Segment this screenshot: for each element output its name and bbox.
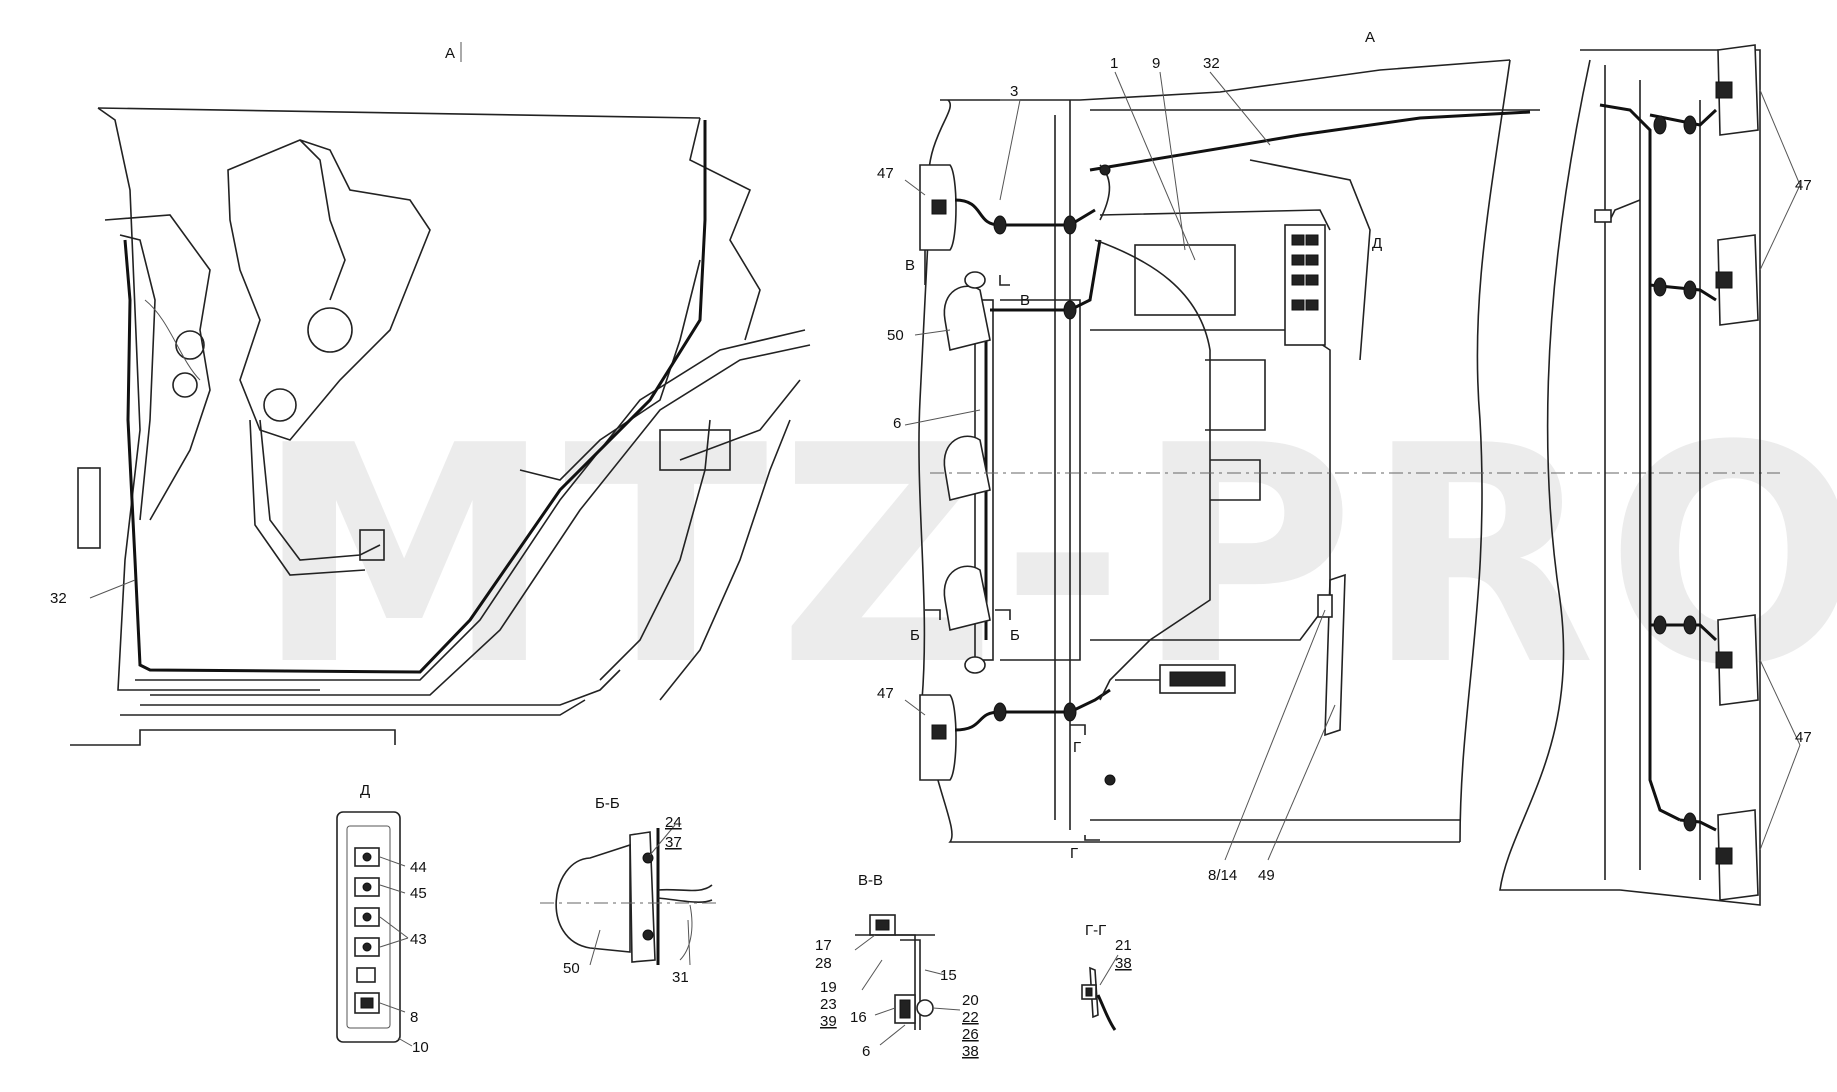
section-vv-callout-26: 26 [962, 1026, 979, 1043]
rear-lamp-4 [1679, 809, 1759, 901]
right-view: 47 47 [1499, 44, 1812, 906]
section-mark-b-left: Б [910, 627, 920, 644]
callout-47-top-left: 47 [877, 165, 894, 182]
callout-47-right-top: 47 [1795, 177, 1812, 194]
section-mark-d: Д [1372, 235, 1382, 252]
detail-d-title: Д [360, 782, 370, 799]
section-gg-callout-21: 21 [1115, 937, 1132, 954]
rear-lamp-2 [1649, 234, 1759, 326]
section-bb-title: Б-Б [595, 795, 620, 812]
section-gg-callout-38: 38 [1115, 955, 1132, 972]
left-view-title: А [445, 45, 455, 62]
section-vv-callout-28: 28 [815, 955, 832, 972]
section-mark-v-left: В [905, 257, 915, 274]
section-mark-g-bottom: Г [1070, 845, 1078, 862]
section-mark-b-right: Б [1010, 627, 1020, 644]
fuse-block [1284, 224, 1326, 346]
side-lamp-top-left [919, 164, 957, 251]
section-bb-view: Б-Б 24 37 31 50 [540, 795, 720, 986]
rear-lamp-1 [1649, 44, 1759, 136]
detail-d-callout-43: 43 [410, 931, 427, 948]
section-bb-callout-31: 31 [672, 969, 689, 986]
callout-1: 1 [1110, 55, 1118, 72]
callout-47-bottom-left: 47 [877, 685, 894, 702]
callout-32-main: 32 [1203, 55, 1220, 72]
callout-49: 49 [1258, 867, 1275, 884]
section-vv-callout-23: 23 [820, 996, 837, 1013]
section-vv-callout-15: 15 [940, 967, 957, 984]
left-view: А 32 [50, 42, 811, 746]
section-vv-callout-19: 19 [820, 979, 837, 996]
main-view-title: А [1365, 29, 1375, 46]
side-lamp-bottom-left [919, 694, 957, 781]
callout-3: 3 [1010, 83, 1018, 100]
section-vv-callout-38: 38 [962, 1043, 979, 1060]
rear-lamp-3 [1650, 614, 1759, 706]
section-gg-title: Г-Г [1085, 922, 1106, 939]
main-view: А [877, 29, 1780, 884]
detail-d-callout-45: 45 [410, 885, 427, 902]
detail-d-callout-10: 10 [412, 1039, 429, 1056]
detail-d-callout-8: 8 [410, 1009, 418, 1026]
callout-50-main: 50 [887, 327, 904, 344]
relay-block [354, 847, 380, 1014]
callout-8-14: 8/14 [1208, 867, 1237, 884]
section-marks: В В Б Б Г Г Д [905, 235, 1382, 862]
section-mark-v-right: В [1020, 292, 1030, 309]
section-bb-callout-24: 24 [665, 814, 682, 831]
marker-light-group [943, 271, 991, 674]
section-vv-title: В-В [858, 872, 883, 889]
callout-6-main: 6 [893, 415, 901, 432]
section-bb-callout-50: 50 [563, 960, 580, 977]
callout-9: 9 [1152, 55, 1160, 72]
section-bb-callout-37: 37 [665, 834, 682, 851]
section-vv-callout-39: 39 [820, 1013, 837, 1030]
section-vv-callout-6: 6 [862, 1043, 870, 1060]
section-mark-g-top: Г [1073, 739, 1081, 756]
section-gg-view: Г-Г 21 38 [1081, 922, 1132, 1031]
callout-47-right-bottom: 47 [1795, 729, 1812, 746]
section-vv-callout-17: 17 [815, 937, 832, 954]
section-vv-view: В-В 17 28 19 23 39 16 6 15 20 22 26 38 [815, 872, 979, 1060]
section-vv-callout-16: 16 [850, 1009, 867, 1026]
section-vv-callout-20: 20 [962, 992, 979, 1009]
watermark: MTZ-PRO [255, 382, 1837, 731]
detail-d-callout-44: 44 [410, 859, 427, 876]
left-callout-32: 32 [50, 590, 67, 607]
section-vv-callout-22: 22 [962, 1009, 979, 1026]
detail-d-view: Д 44 45 43 8 10 [336, 782, 429, 1056]
